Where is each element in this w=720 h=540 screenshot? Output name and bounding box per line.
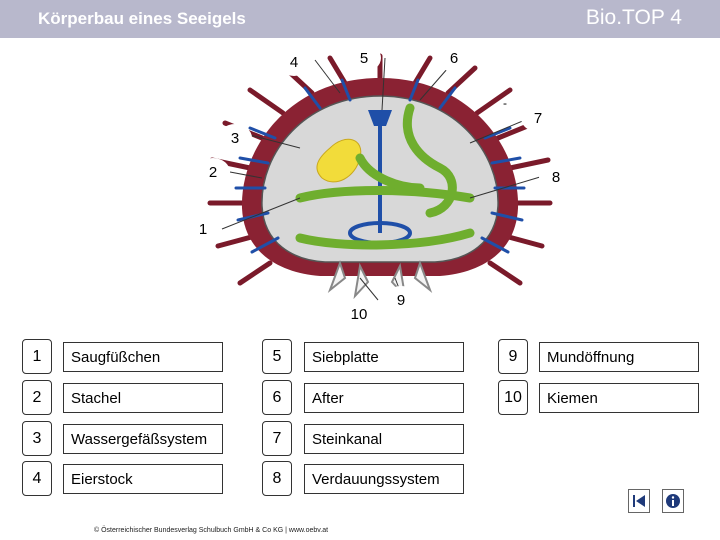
legend-num-2: 2 bbox=[22, 380, 52, 415]
gills bbox=[327, 259, 433, 300]
label-10: 10 bbox=[342, 300, 376, 328]
header-bar: Körperbau eines Seeigels Bio.TOP 4 bbox=[0, 0, 720, 38]
legend-text-6: After bbox=[304, 383, 464, 413]
gonad bbox=[316, 138, 362, 183]
info-button[interactable] bbox=[662, 489, 684, 513]
digestive-system bbox=[295, 103, 475, 250]
legend-num-8: 8 bbox=[262, 461, 292, 496]
legend-text-5: Siebplatte bbox=[304, 342, 464, 372]
legend-num-6: 6 bbox=[262, 380, 292, 415]
legend-text-3: Wassergefäßsystem bbox=[63, 424, 223, 454]
label-6: 6 bbox=[437, 44, 471, 72]
legend-num-3: 3 bbox=[22, 421, 52, 456]
info-icon bbox=[666, 494, 680, 508]
sea-urchin-illustration bbox=[207, 53, 553, 301]
back-button[interactable] bbox=[628, 489, 650, 513]
label-4: 4 bbox=[277, 48, 311, 76]
legend-num-5: 5 bbox=[262, 339, 292, 374]
label-9: 9 bbox=[384, 286, 418, 314]
sea-urchin-diagram: 4 5 6 - 7 3 2 8 1 9 10 bbox=[0, 38, 720, 338]
legend-text-1: Saugfüßchen bbox=[63, 342, 223, 372]
legend-num-4: 4 bbox=[22, 461, 52, 496]
spines bbox=[207, 53, 553, 286]
legend-num-1: 1 bbox=[22, 339, 52, 374]
label-7: 7 bbox=[521, 104, 555, 132]
page-title: Körperbau eines Seeigels bbox=[38, 9, 246, 28]
legend-text-9: Mundöffnung bbox=[539, 342, 699, 372]
legend-text-7: Steinkanal bbox=[304, 424, 464, 454]
label-3: 3 bbox=[218, 124, 252, 152]
legend-num-9: 9 bbox=[498, 339, 528, 374]
back-icon bbox=[633, 495, 645, 507]
legend-text-4: Eierstock bbox=[63, 464, 223, 494]
brand-logo: Bio.TOP 4 bbox=[585, 6, 682, 29]
madreporite bbox=[368, 110, 392, 126]
label-5: 5 bbox=[347, 44, 381, 72]
legend-num-7: 7 bbox=[262, 421, 292, 456]
tube-feet bbox=[234, 78, 526, 254]
label-1: 1 bbox=[186, 215, 220, 243]
label-8: 8 bbox=[539, 163, 573, 191]
label-2: 2 bbox=[196, 158, 230, 186]
legend-num-10: 10 bbox=[498, 380, 528, 415]
legend-text-2: Stachel bbox=[63, 383, 223, 413]
legend-text-10: Kiemen bbox=[539, 383, 699, 413]
legend-text-8: Verdauungssystem bbox=[304, 464, 464, 494]
copyright-notice: © Österreichischer Bundesverlag Schulbuc… bbox=[94, 527, 329, 534]
stray-dash: - bbox=[503, 96, 507, 110]
